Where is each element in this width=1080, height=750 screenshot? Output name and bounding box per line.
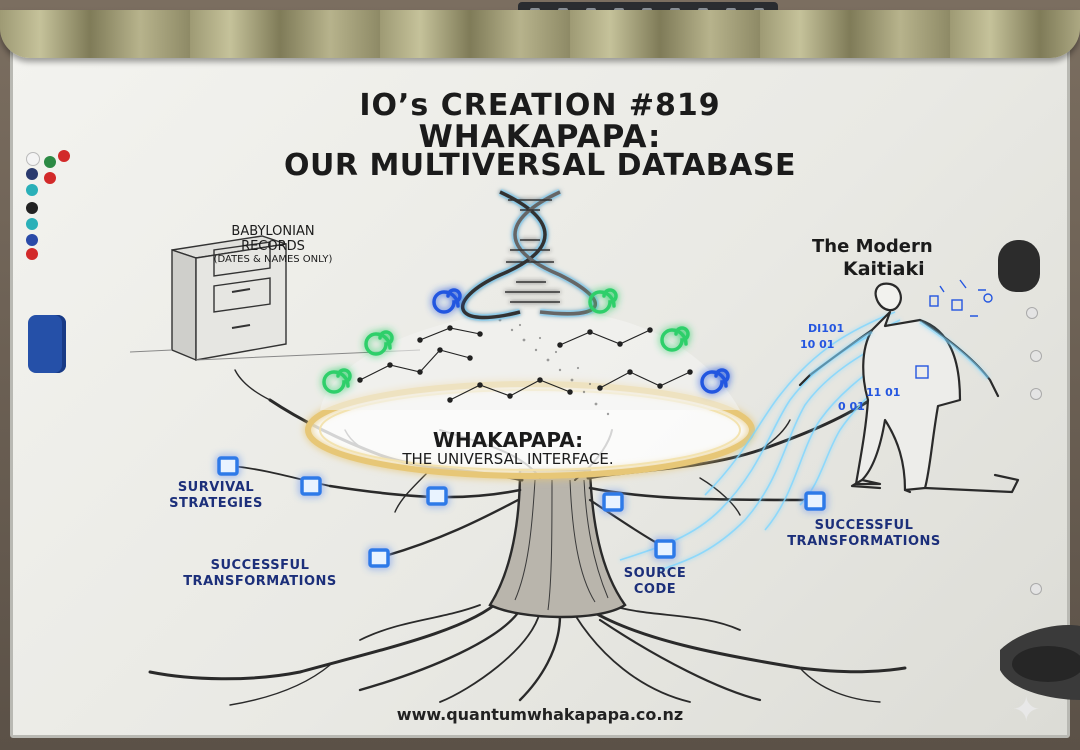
page-title-line-3: OUR MULTIVERSAL DATABASE xyxy=(284,148,796,183)
binary-glyph: 0 01 xyxy=(838,400,865,413)
magnet-icon[interactable] xyxy=(26,152,40,166)
fabric-valance xyxy=(0,10,1080,58)
label-source-code: SOURCE CODE xyxy=(623,566,687,597)
magnet-icon[interactable] xyxy=(58,150,70,162)
tree-roots xyxy=(148,598,907,706)
sparkle-icon: ✦ xyxy=(1012,690,1041,730)
kaitiaki-label-line-2: Kaitiaki xyxy=(843,258,925,280)
filing-cabinet-icon xyxy=(129,235,421,362)
constellation-mound xyxy=(320,309,740,416)
interface-title: WHAKAPAPA: xyxy=(432,428,584,452)
person-glow-overlay xyxy=(809,320,990,379)
label-successful-transformations-right: SUCCESSFUL TRANSFORMATIONS xyxy=(787,518,941,549)
data-node-icon xyxy=(300,476,322,496)
magnet-icon[interactable] xyxy=(26,184,38,196)
magnet-icon[interactable] xyxy=(44,172,56,184)
page-title-line-2: WHAKAPAPA: xyxy=(418,119,662,155)
magnet-icon[interactable] xyxy=(1030,583,1042,595)
babylonian-records-title: BABYLONIAN RECORDS xyxy=(231,224,315,254)
whiteboard-eraser[interactable] xyxy=(28,315,66,373)
desk-lamp xyxy=(1000,625,1080,700)
dna-helix-icon xyxy=(459,188,599,321)
label-survival-strategies: SURVIVAL STRATEGIES xyxy=(169,480,263,511)
spiral-glyphs xyxy=(322,288,730,394)
binary-glyph: DI101 xyxy=(808,322,845,335)
tree-trunk xyxy=(488,468,627,619)
trunk-bark-lines xyxy=(514,479,609,611)
floating-data-symbols xyxy=(915,279,993,379)
data-node-icon xyxy=(602,492,624,512)
page-title-line-1: IO’s CREATION #819 xyxy=(359,88,721,123)
data-node-icon xyxy=(654,539,676,559)
data-node-icon xyxy=(426,486,448,506)
data-node-icon xyxy=(368,548,390,568)
babylonian-records-label: BABYLONIAN RECORDS (DATES & NAMES ONLY) xyxy=(198,224,348,266)
magnet-icon[interactable] xyxy=(26,248,38,260)
data-node-icon xyxy=(217,456,239,476)
computer-mouse-icon[interactable] xyxy=(998,240,1040,292)
binary-glyph: 11 01 xyxy=(866,386,901,399)
label-successful-transformations-left: SUCCESSFUL TRANSFORMATIONS xyxy=(183,558,337,589)
binary-glyph: 10 01 xyxy=(800,338,835,351)
magnet-icon[interactable] xyxy=(26,234,38,246)
babylonian-records-sublabel: (DATES & NAMES ONLY) xyxy=(213,254,333,265)
magnet-icon[interactable] xyxy=(1026,307,1038,319)
magnet-icon[interactable] xyxy=(26,202,38,214)
data-node-icon xyxy=(804,491,826,511)
magnet-icon[interactable] xyxy=(26,168,38,180)
kaitiaki-label-line-1: The Modern xyxy=(812,236,933,257)
data-nodes xyxy=(217,456,826,568)
interface-subtitle: THE UNIVERSAL INTERFACE. xyxy=(402,450,614,468)
magnet-icon[interactable] xyxy=(26,218,38,230)
magnet-icon[interactable] xyxy=(44,156,56,168)
magnet-icon[interactable] xyxy=(1030,350,1042,362)
magnet-icon[interactable] xyxy=(1030,388,1042,400)
footer-url[interactable]: www.quantumwhakapapa.co.nz xyxy=(396,705,684,724)
